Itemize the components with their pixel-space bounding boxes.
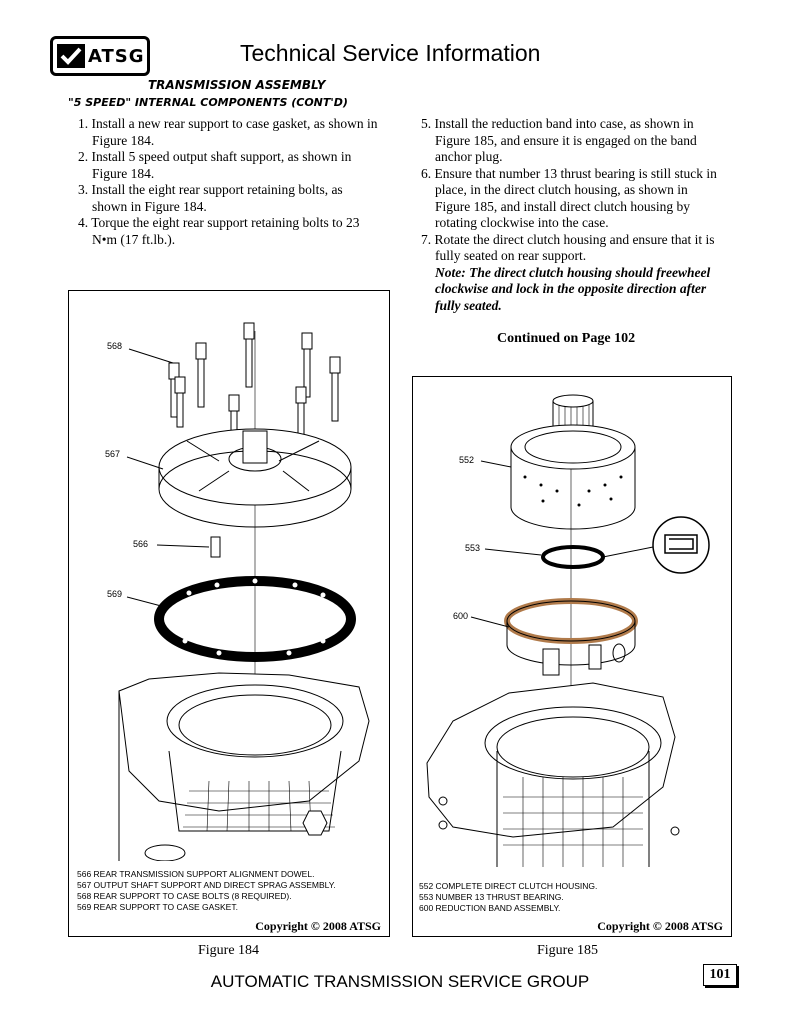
transmission-case	[426, 682, 680, 867]
callout-553: 553	[465, 543, 481, 553]
step-4: 4. Torque the eight rear support retaini…	[78, 215, 360, 247]
left-instructions: 1. Install a new rear support to case ga…	[78, 116, 378, 248]
step-6: 6. Ensure that number 13 thrust bearing …	[421, 165, 717, 231]
figure-185-illustration	[426, 394, 710, 867]
callout-569: 569	[107, 589, 123, 599]
legend-item-568: 568 REAR SUPPORT TO CASE BOLTS (8 REQUIR…	[77, 891, 292, 901]
figure-184-illustration	[118, 322, 370, 861]
logo-text: ATSG	[88, 45, 145, 67]
output-shaft-support	[158, 428, 352, 528]
step-5: 5. Install the reduction band into case,…	[421, 116, 697, 164]
legend-item-553: 553 NUMBER 13 THRUST BEARING.	[419, 892, 564, 902]
bolt-group	[168, 322, 341, 450]
page-header-title: Technical Service Information	[240, 40, 541, 66]
figure-185-legend: 552 COMPLETE DIRECT CLUTCH HOUSING. 553 …	[419, 881, 727, 914]
figure-184: 568 567 566 569 566 REAR TRANSMISSION SU…	[68, 290, 390, 937]
callout-566: 566	[133, 539, 149, 549]
checkmark-icon	[57, 44, 85, 68]
step-2: 2. Install 5 speed output shaft support,…	[78, 149, 352, 181]
reduction-band	[504, 598, 638, 676]
figure-184-legend: 566 REAR TRANSMISSION SUPPORT ALIGNMENT …	[77, 869, 387, 913]
step-1: 1. Install a new rear support to case ga…	[78, 116, 378, 148]
figure-185-caption: Figure 185	[537, 943, 599, 958]
direct-clutch-housing	[510, 394, 636, 530]
legend-item-569: 569 REAR SUPPORT TO CASE GASKET.	[77, 902, 238, 912]
atsg-logo: ATSG	[50, 36, 150, 76]
figure-184-caption: Figure 184	[198, 943, 260, 958]
figure-184-copyright: Copyright © 2008 ATSG	[255, 919, 381, 933]
figure-185: 552 553 600 552 COMPLETE DIRECT CLUTCH H…	[412, 376, 732, 937]
callout-600: 600	[453, 611, 469, 621]
legend-item-566: 566 REAR TRANSMISSION SUPPORT ALIGNMENT …	[77, 869, 315, 879]
right-instructions: 5. Install the reduction band into case,…	[421, 116, 721, 314]
callout-567: 567	[105, 449, 121, 459]
callout-552: 552	[459, 455, 475, 465]
callout-568: 568	[107, 341, 123, 351]
dowel	[210, 536, 221, 558]
legend-item-567: 567 OUTPUT SHAFT SUPPORT AND DIRECT SPRA…	[77, 880, 336, 890]
figure-185-copyright: Copyright © 2008 ATSG	[597, 919, 723, 933]
transmission-case	[118, 672, 370, 861]
section-subtitle: "5 SPEED" INTERNAL COMPONENTS (CONT'D)	[68, 96, 348, 109]
page-number: 101	[703, 964, 737, 986]
legend-item-552: 552 COMPLETE DIRECT CLUTCH HOUSING.	[419, 881, 598, 891]
continued-label: Continued on Page 102	[497, 331, 636, 346]
step-3: 3. Install the eight rear support retain…	[78, 182, 343, 214]
footer-text: AUTOMATIC TRANSMISSION SERVICE GROUP	[210, 972, 590, 991]
gasket	[154, 576, 356, 662]
legend-item-600: 600 REDUCTION BAND ASSEMBLY.	[419, 903, 561, 913]
section-title: TRANSMISSION ASSEMBLY	[148, 78, 326, 92]
step-7: 7. Rotate the direct clutch housing and …	[421, 231, 715, 264]
thrust-bearing	[541, 516, 710, 574]
note: Note: The direct clutch housing should f…	[435, 264, 711, 313]
